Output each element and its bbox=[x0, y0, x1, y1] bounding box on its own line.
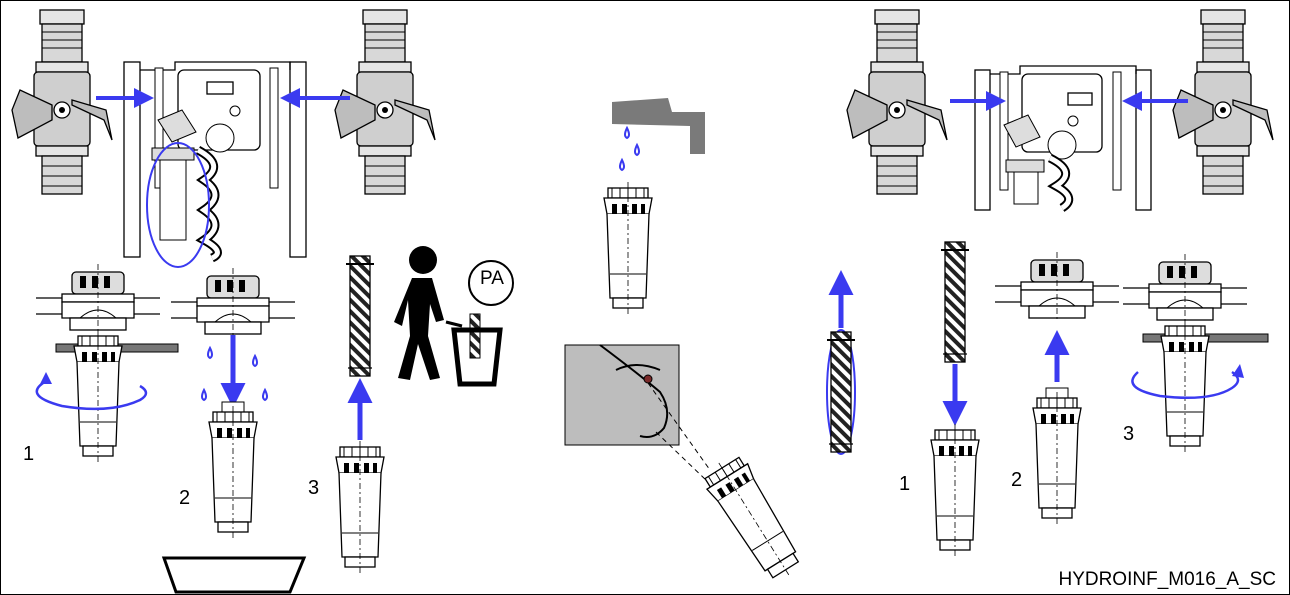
install-step-3 bbox=[1123, 254, 1268, 452]
recycle-symbol-label: PA bbox=[468, 268, 516, 296]
disposal-person-icon bbox=[394, 246, 513, 384]
install-step-1-label: 1 bbox=[899, 474, 910, 494]
removal-step-2-label: 2 bbox=[179, 488, 190, 508]
install-step-2-label: 2 bbox=[1011, 470, 1022, 490]
install-step-3-label: 3 bbox=[1123, 424, 1134, 444]
removal-step-1 bbox=[36, 264, 178, 462]
install-step-1 bbox=[931, 242, 979, 556]
removal-step-3 bbox=[336, 256, 384, 573]
reference-code: HYDROINF_M016_A_SC bbox=[1058, 569, 1276, 591]
inspect-step bbox=[565, 345, 809, 588]
removal-step-3-label: 3 bbox=[308, 478, 319, 498]
new-cartridge-highlight bbox=[827, 280, 855, 454]
installation-view-left bbox=[12, 10, 435, 267]
installation-view-right bbox=[847, 10, 1273, 210]
removal-step-2 bbox=[164, 268, 304, 592]
removal-step-1-label: 1 bbox=[23, 444, 34, 464]
rinse-step bbox=[604, 98, 705, 314]
